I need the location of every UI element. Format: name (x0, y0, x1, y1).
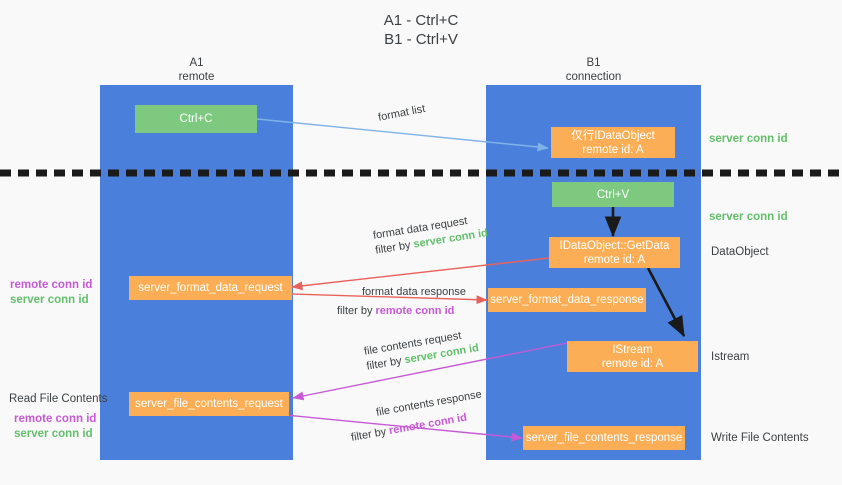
node-istream-line2: remote id: A (601, 357, 664, 370)
lane-b1-name: B1 (586, 57, 601, 69)
filter-prefix: filter by (350, 425, 391, 444)
left-label-server-conn-id-lower: server conn id (14, 428, 93, 440)
node-get-data-line2: remote id: A (583, 253, 646, 266)
right-label-server-conn-id-mid: server conn id (709, 211, 788, 223)
filter-id-pink: remote conn id (375, 305, 455, 317)
edge-label-format-data-response-filter: filter by remote conn id (337, 304, 454, 319)
node-istream[interactable]: IStream remote id: A (567, 341, 698, 372)
node-server-file-contents-request-label: server_file_contents_request (135, 398, 283, 410)
lane-a1-name: A1 (189, 57, 204, 69)
edge-label-format-data-request: format data request filter by server con… (372, 211, 489, 258)
node-ctrl-c[interactable]: Ctrl+C (135, 105, 257, 133)
node-data-object-create-line2: remote id: A (582, 143, 644, 156)
left-label-conn-ids-lower: remote conn id server conn id (14, 412, 96, 442)
lane-header-b1: B1 connection (486, 57, 701, 84)
page-title-line-2: B1 - Ctrl+V (384, 31, 458, 48)
edge-label-file-contents-response-filter: filter by remote conn id (350, 411, 468, 446)
page-title-line-1: A1 - Ctrl+C (383, 12, 459, 29)
edge-label-format-list: format list (377, 102, 427, 126)
left-label-read-file-contents: Read File Contents (9, 393, 108, 405)
node-server-file-contents-response[interactable]: server_file_contents_response (523, 426, 685, 450)
node-data-object-create-line1: 仅行IDataObject (571, 129, 655, 142)
node-server-format-data-request[interactable]: server_format_data_request (129, 276, 292, 300)
right-label-write-file-contents: Write File Contents (711, 432, 809, 444)
left-label-remote-conn-id-lower: remote conn id (14, 413, 97, 425)
node-server-format-data-response[interactable]: server_format_data_response (488, 288, 646, 312)
node-data-object-create[interactable]: 仅行IDataObject remote id: A (551, 127, 675, 158)
edge-label-format-data-response-text: format data response (362, 286, 466, 298)
left-label-conn-ids-upper: remote conn id server conn id (10, 278, 92, 308)
edge-label-file-contents-request: file contents request filter by server c… (363, 326, 480, 374)
right-label-server-conn-id-top: server conn id (709, 133, 788, 145)
node-ctrl-c-label: Ctrl+C (179, 113, 213, 125)
node-server-file-contents-request[interactable]: server_file_contents_request (129, 392, 289, 416)
edge-label-format-list-text: format list (377, 102, 427, 124)
node-istream-line1: IStream (612, 343, 653, 356)
edge-label-format-data-response: format data response (362, 285, 466, 300)
left-label-server-conn-id-upper: server conn id (10, 294, 89, 306)
lane-header-a1: A1 remote (100, 57, 293, 84)
right-label-data-object: DataObject (711, 246, 769, 258)
node-server-file-contents-response-label: server_file_contents_response (525, 432, 683, 444)
lane-a1-sub: remote (178, 70, 215, 83)
node-ctrl-v-label: Ctrl+V (596, 188, 630, 201)
node-server-format-data-request-label: server_format_data_request (138, 282, 283, 294)
node-ctrl-v[interactable]: Ctrl+V (552, 182, 674, 207)
node-get-data-line1: IDataObject::GetData (559, 239, 670, 252)
edge-label-file-contents-response: file contents response (375, 387, 483, 420)
right-label-istream: Istream (711, 351, 750, 363)
left-label-remote-conn-id-upper: remote conn id (10, 279, 93, 291)
node-server-format-data-response-label: server_format_data_response (490, 294, 644, 306)
lane-b1-sub: connection (565, 70, 622, 83)
filter-prefix: filter by (337, 305, 376, 317)
node-get-data[interactable]: IDataObject::GetData remote id: A (549, 237, 680, 268)
edge-label-file-contents-response-text: file contents response (375, 388, 483, 419)
